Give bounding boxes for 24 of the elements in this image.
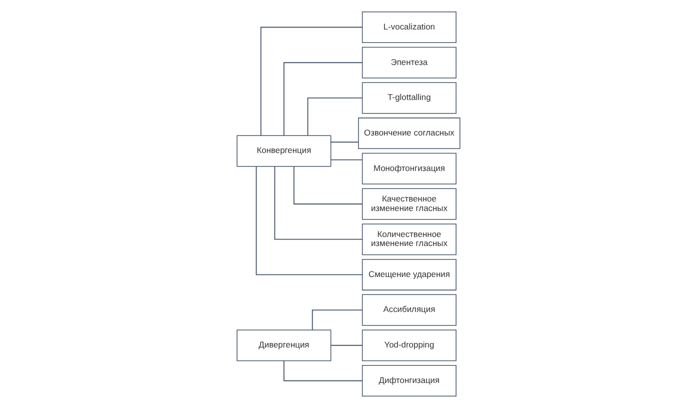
connector (307, 98, 363, 136)
node-box: Качественное изменение гласных (362, 188, 456, 220)
node-box: Количественное изменение гласных (362, 224, 456, 256)
connector (330, 159, 363, 160)
node-box: Дивергенция (236, 330, 332, 362)
node-box: Эпентеза (362, 46, 456, 78)
connector (284, 62, 363, 136)
connector (293, 166, 363, 204)
connector (312, 310, 363, 330)
connector (330, 142, 359, 143)
node-box: Смещение ударения (362, 258, 456, 290)
node-box: Yod-dropping (362, 330, 456, 362)
node-box: L-vocalization (362, 12, 456, 43)
connector (260, 26, 363, 136)
connector (274, 166, 363, 240)
node-box: Конвергенция (236, 135, 332, 167)
connector (330, 344, 363, 346)
node-box: Монофтонгизация (362, 152, 456, 184)
node-box: Ассибиляция (362, 294, 456, 326)
node-box: Озвончение согласных (358, 118, 460, 150)
node-box: Дифтонгизация (362, 365, 456, 396)
node-box: T-glottalling (362, 82, 456, 114)
connector (256, 166, 363, 276)
connector (284, 360, 363, 382)
